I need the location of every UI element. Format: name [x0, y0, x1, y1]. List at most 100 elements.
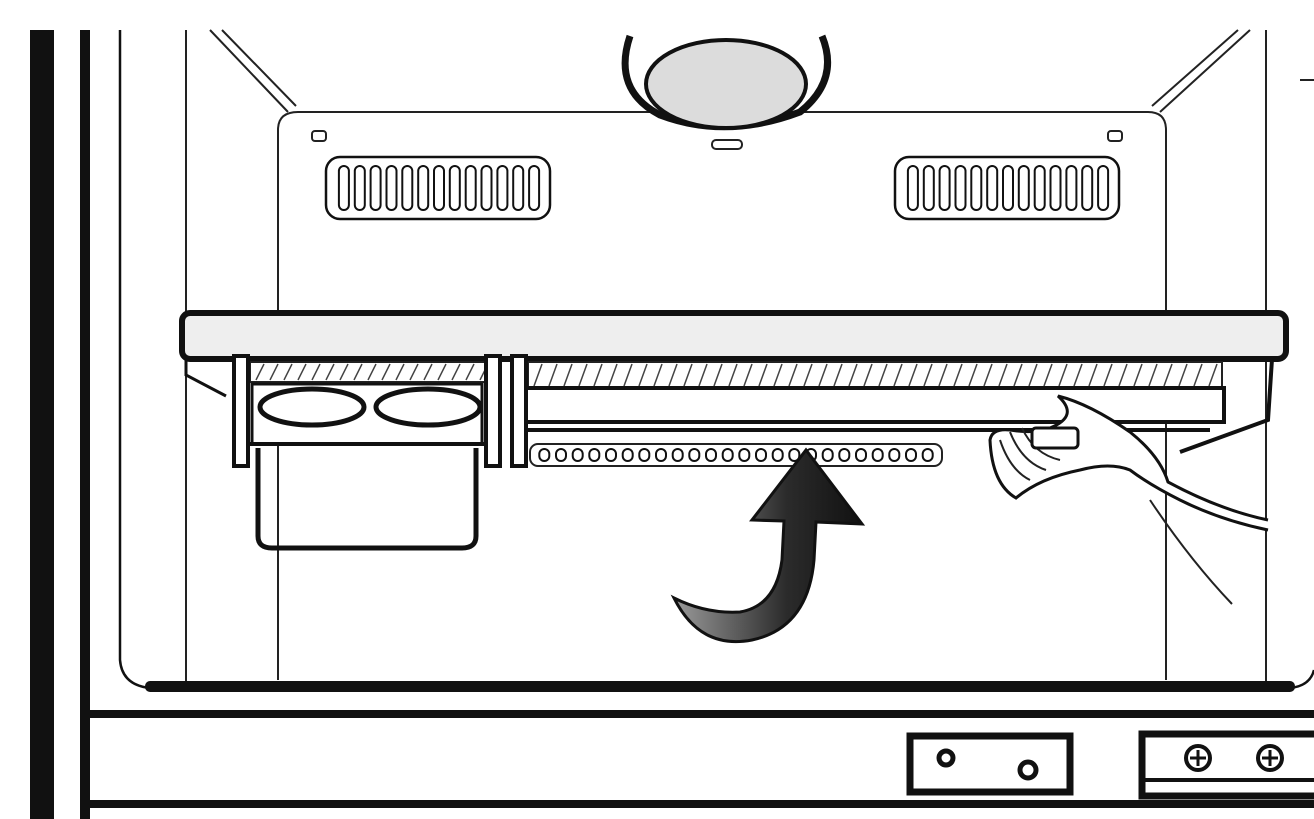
clip-left [311, 130, 327, 142]
vent-left-slots [337, 165, 541, 211]
vent-slot [938, 165, 951, 211]
ceiling-panel [209, 29, 1251, 680]
hatch-line [1118, 363, 1128, 387]
bottom-panel [90, 681, 1314, 808]
hatch-line [1058, 363, 1068, 387]
vent-slot [571, 448, 584, 462]
vent-slot [855, 448, 867, 462]
vent-slot [528, 165, 541, 211]
vent-slot [921, 448, 934, 462]
hatch-line [998, 363, 1008, 387]
under-shelf-tray [250, 382, 488, 551]
vent-slot [369, 165, 382, 211]
rear-vent-strip [529, 443, 943, 467]
hatch-line [367, 363, 377, 381]
hatch-line [578, 363, 588, 387]
curved-up-arrow-icon [670, 447, 866, 644]
vent-slot [588, 448, 601, 462]
vent-slot [905, 448, 917, 462]
vent-slot [986, 165, 999, 211]
interior-lamp-icon [621, 34, 832, 131]
ceiling-corner-right-a [1159, 29, 1251, 113]
hatch-line [863, 363, 873, 387]
hatch-line [788, 363, 798, 387]
hatch-line [1148, 363, 1158, 387]
vent-slot [496, 165, 509, 211]
hatch-line [803, 363, 813, 387]
vent-slot [512, 165, 525, 211]
hatch-line [325, 363, 335, 381]
hatch-line [833, 363, 843, 387]
vent-slot [738, 448, 751, 462]
hatch-line [638, 363, 648, 387]
cabinet-wall-left [80, 30, 90, 819]
vent-slot [555, 448, 567, 462]
hatch-line [269, 363, 279, 381]
vent-slot [417, 165, 430, 211]
shelf-post-3 [510, 354, 528, 468]
vent-slot [1017, 165, 1030, 211]
vent-slot [464, 165, 477, 211]
vent-slot [1065, 165, 1078, 211]
shelf-front-rail [512, 386, 1226, 424]
hatch-line [758, 363, 768, 387]
hatch-line [1178, 363, 1188, 387]
vent-slot [353, 165, 366, 211]
tray-cup-left [257, 386, 367, 428]
wrist-line [1149, 499, 1233, 605]
thumb-nail [1030, 426, 1080, 450]
vent-slot [448, 165, 461, 211]
vent-slot [970, 165, 983, 211]
hatch-line [311, 363, 321, 381]
hatch-line [255, 363, 265, 381]
hatch-line [623, 363, 633, 387]
hatch-line [1163, 363, 1173, 387]
vent-slot [771, 448, 784, 462]
screw-icon [1184, 744, 1212, 772]
shelf-left-bracket [184, 359, 227, 398]
hatch-line [451, 363, 461, 381]
vent-slot [538, 448, 551, 462]
vent-slot [688, 448, 701, 462]
vent-slot [755, 448, 767, 462]
hatch-line [353, 363, 363, 381]
hand-icon [988, 394, 1269, 605]
vent-slot [621, 448, 634, 462]
hatch-line [668, 363, 678, 387]
lamp-clip [711, 139, 743, 150]
shelf-hatch-right-lines [533, 363, 1218, 387]
hatch-line [923, 363, 933, 387]
hatch-line [983, 363, 993, 387]
hatch-line [395, 363, 405, 381]
hatch-line [878, 363, 888, 387]
vent-slot [671, 448, 684, 462]
vent-slot [871, 448, 884, 462]
hatch-line [1103, 363, 1113, 387]
vent-slot [1049, 165, 1062, 211]
shelf-floor-edge [145, 681, 1295, 692]
vent-slot [705, 448, 717, 462]
hatch-line [533, 363, 543, 387]
hatch-line [968, 363, 978, 387]
hinge-hole-2 [1017, 759, 1039, 781]
hatch-line [818, 363, 828, 387]
vent-slot [821, 448, 834, 462]
hatch-line [283, 363, 293, 381]
vent-slot [906, 165, 919, 211]
hatch-line [1073, 363, 1083, 387]
vent-slot [655, 448, 667, 462]
hatch-line [1088, 363, 1098, 387]
hatch-line [409, 363, 419, 381]
ceiling-corner-right-b [1151, 29, 1239, 107]
hand-finger-line-1 [999, 439, 1031, 481]
ceiling-corner-left-a [209, 29, 289, 113]
vent-left [324, 155, 552, 221]
hatch-line [1208, 363, 1218, 387]
cabinet-frame [30, 30, 1314, 819]
shelf-post-2 [484, 354, 502, 468]
vent-slot [788, 448, 801, 462]
hatch-line [563, 363, 573, 387]
hatch-line [608, 363, 618, 387]
vent-slot [954, 165, 967, 211]
